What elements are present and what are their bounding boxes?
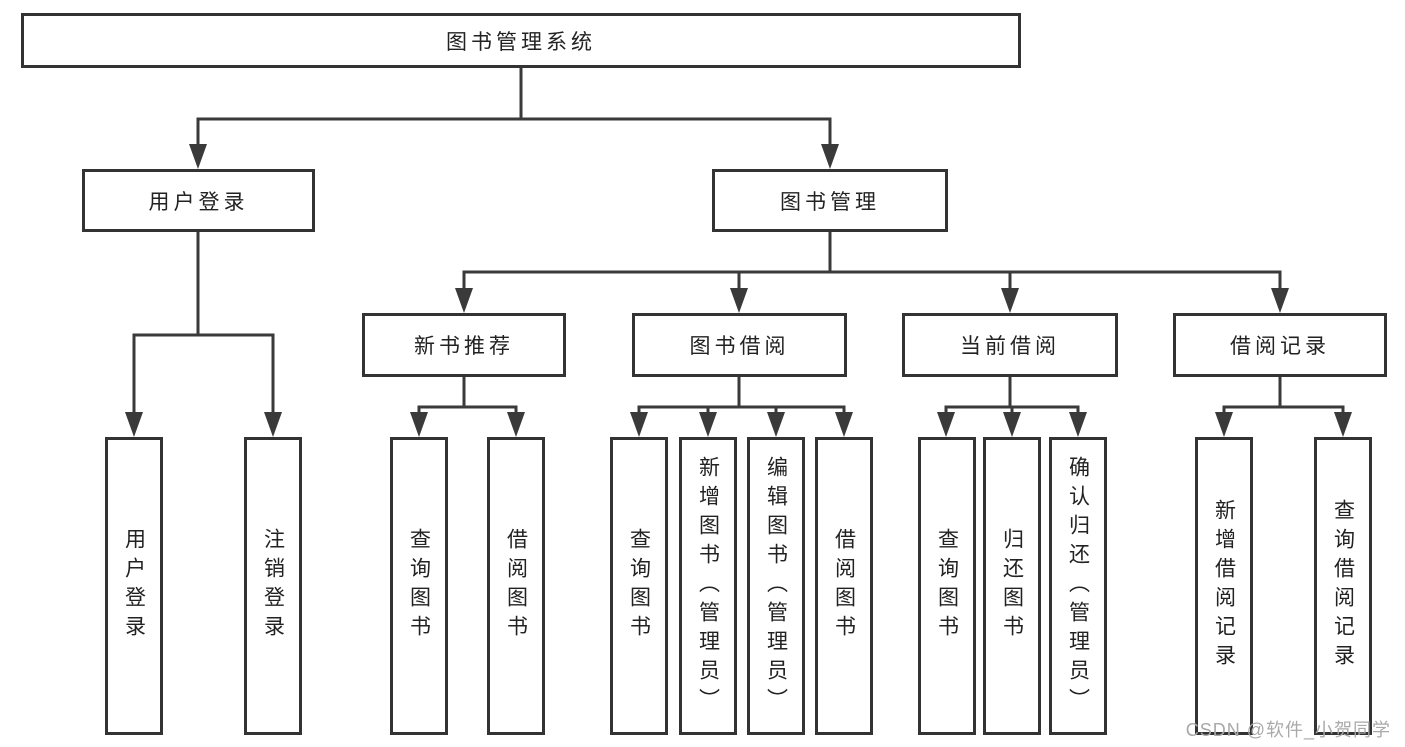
edge-book-borrowing-to-leaves [630,375,853,437]
watermark-text: CSDN @软件_小贺同学 [1185,720,1391,740]
node-query-borrow-record-label: 查询借阅记录 [1331,499,1355,673]
node-edit-books-admin: 编辑图书（管理员） [747,437,805,735]
node-logout-action-label: 注销登录 [261,528,285,644]
node-current-borrowing: 当前借阅 [902,313,1118,377]
edge-root-to-level2 [189,65,839,169]
node-query-books-current-label: 查询图书 [935,528,959,644]
node-user-login-action: 用户登录 [105,437,163,735]
node-book-management-system: 图书管理系统 [21,13,1021,68]
edge-current-borrowing-to-leaves [937,375,1087,437]
node-borrowing-records-label: 借阅记录 [1230,335,1330,358]
node-borrowing-records: 借阅记录 [1173,313,1387,377]
node-book-management-label: 图书管理 [780,190,880,214]
edge-book-management-to-level3 [455,230,1289,313]
node-add-borrow-record: 新增借阅记录 [1195,437,1253,735]
node-edit-books-admin-label: 编辑图书（管理员） [764,455,788,717]
node-query-borrow-record: 查询借阅记录 [1314,437,1372,735]
node-borrow-books-recommend-label: 借阅图书 [504,528,528,644]
node-return-books-label: 归还图书 [1000,528,1024,644]
node-query-books-borrow-label: 查询图书 [627,528,651,644]
node-new-book-recommend-label: 新书推荐 [414,335,514,358]
node-user-login-action-label: 用户登录 [122,528,146,644]
node-borrow-books-label: 借阅图书 [832,528,856,644]
node-add-books-admin-label: 新增图书（管理员） [696,455,720,717]
node-book-management: 图书管理 [712,169,948,232]
edge-borrowing-records-to-leaves [1215,375,1352,437]
node-query-books-current: 查询图书 [918,437,976,735]
node-book-borrowing-label: 图书借阅 [689,335,790,358]
edge-new-book-recommend-to-leaves [410,375,525,437]
node-borrow-books: 借阅图书 [815,437,873,735]
node-return-books: 归还图书 [983,437,1041,735]
node-user-login-label: 用户登录 [148,190,249,214]
node-logout-action: 注销登录 [244,437,302,735]
node-confirm-return-admin: 确认归还（管理员） [1049,437,1107,735]
node-borrow-books-recommend: 借阅图书 [487,437,545,735]
node-query-books-recommend: 查询图书 [390,437,448,735]
node-current-borrowing-label: 当前借阅 [960,335,1060,358]
node-query-books-recommend-label: 查询图书 [407,528,431,644]
node-book-borrowing: 图书借阅 [632,313,847,377]
node-confirm-return-admin-label: 确认归还（管理员） [1066,455,1090,717]
node-add-books-admin: 新增图书（管理员） [679,437,737,735]
node-new-book-recommend: 新书推荐 [362,313,566,377]
edge-user-login-to-leaves [125,230,282,437]
node-query-books-borrow: 查询图书 [610,437,668,735]
node-add-borrow-record-label: 新增借阅记录 [1212,499,1236,673]
node-user-login: 用户登录 [82,169,315,232]
node-book-management-system-label: 图书管理系统 [446,30,596,54]
